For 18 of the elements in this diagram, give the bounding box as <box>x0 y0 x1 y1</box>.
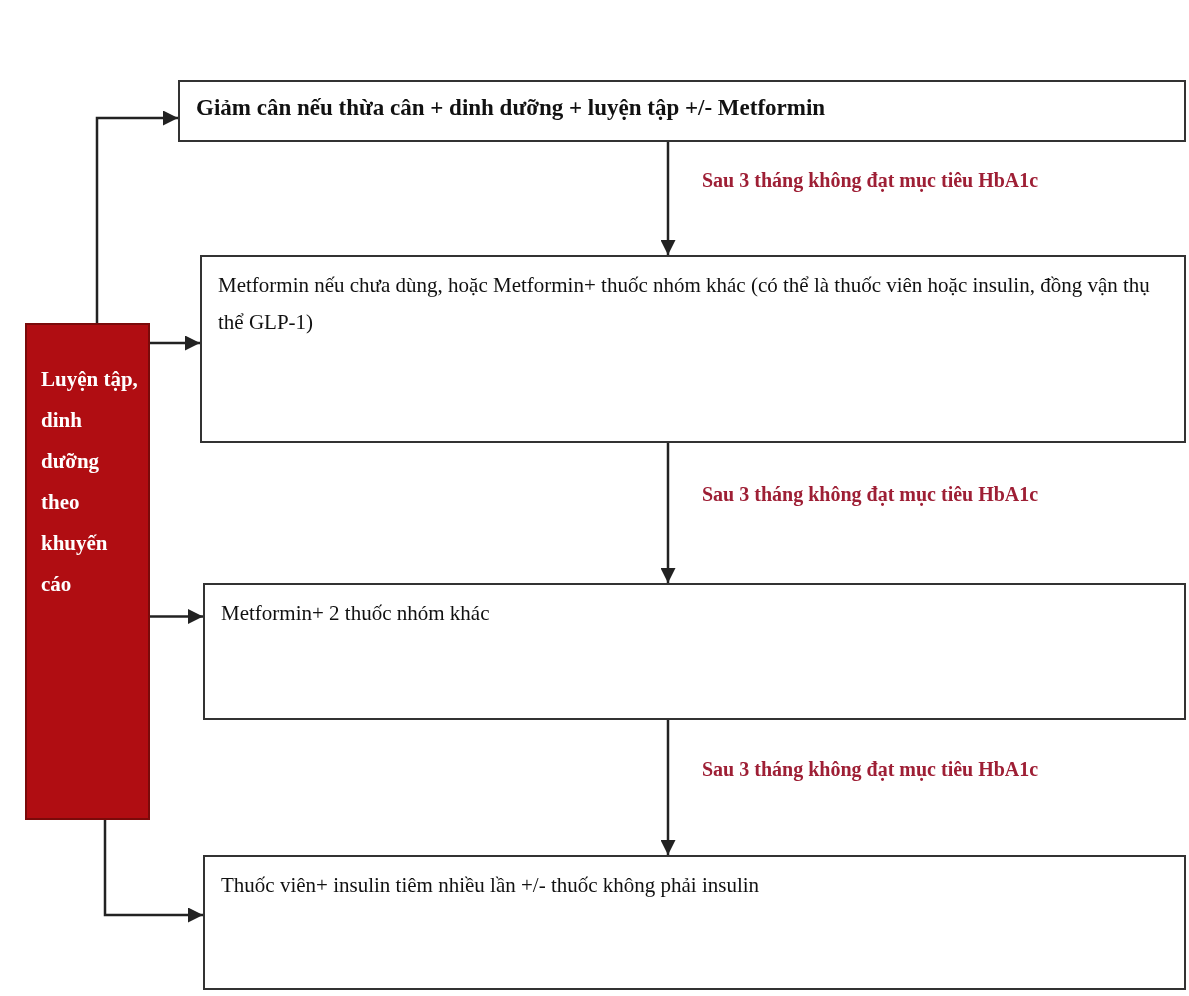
sidebar-box <box>25 323 150 820</box>
edge-label: Sau 3 tháng không đạt mục tiêu HbA1c <box>700 483 1041 506</box>
process-box <box>200 255 1186 443</box>
arrow <box>150 335 200 351</box>
arrow <box>660 720 676 855</box>
process-box <box>203 583 1186 720</box>
arrow <box>150 609 203 624</box>
box-text: Thuốc viên+ insulin tiêm nhiều lần +/- thuốc không phải insulin <box>221 872 760 899</box>
box-text: Giảm cân nếu thừa cân + dinh dưỡng + luyện tập +/- Metformin <box>196 94 826 122</box>
arrow <box>660 142 676 255</box>
process-box <box>178 80 1186 142</box>
box-text: Metformin nếu chưa dùng, hoặc Metformin+ thuốc nhóm khác (có thể là thuốc viên hoặc insulin, đồng vận thụ thể GLP-1) <box>218 272 1151 336</box>
box-text: Metformin+ 2 thuốc nhóm khác <box>221 600 490 627</box>
arrow <box>103 820 203 923</box>
box-text: Luyện tập, dinh dưỡng theo khuyến cáo <box>41 366 139 598</box>
arrow <box>660 443 676 583</box>
process-box <box>203 855 1186 990</box>
arrow <box>95 110 178 323</box>
